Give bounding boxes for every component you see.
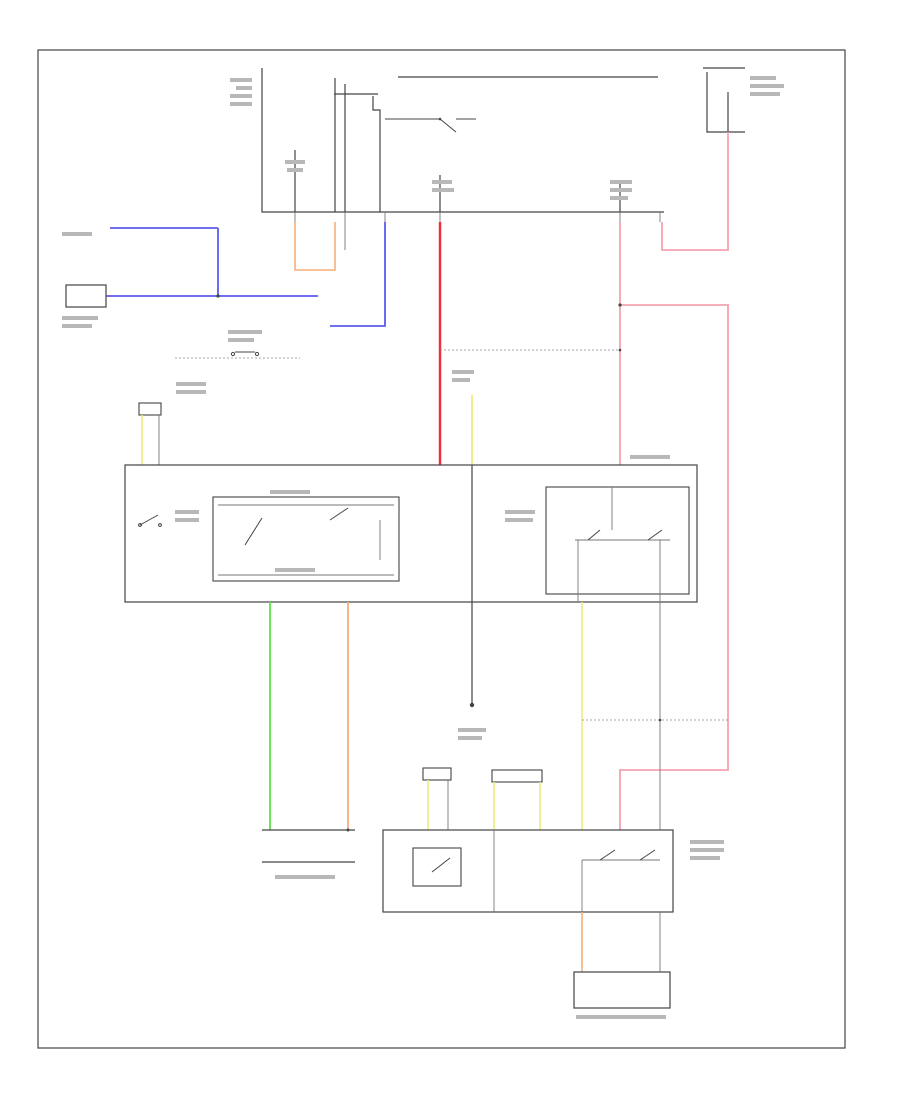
driver-door-lock-switch [138, 402, 162, 465]
wire-pink [619, 132, 729, 830]
label-blocks [62, 76, 784, 1019]
hot-in-run-fuse-block [261, 68, 664, 222]
power-window-main-switch [124, 464, 698, 603]
diagram-frame [37, 49, 846, 1049]
ground-switch [65, 284, 107, 308]
wire-orange-loop [294, 222, 336, 271]
passenger-door-lock-switch [422, 767, 543, 830]
hot-at-all-times-fuse-block [703, 67, 745, 133]
wire-blue [106, 222, 386, 327]
passenger-power-window-switch [382, 829, 674, 913]
illumination-switch [175, 351, 300, 359]
driver-window-motor [262, 828, 355, 863]
passenger-window-motor [573, 971, 671, 1009]
ground-center [469, 702, 475, 708]
